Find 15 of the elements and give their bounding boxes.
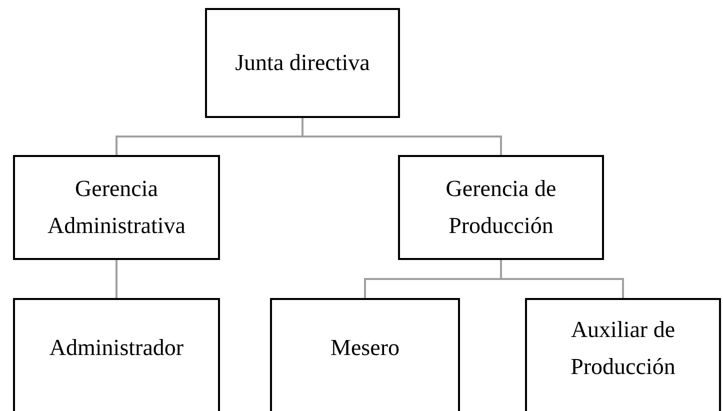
org-box bbox=[13, 298, 220, 411]
connector-line bbox=[116, 260, 118, 298]
box-label: Gerencia de Producción bbox=[444, 174, 558, 240]
box-label: Auxiliar de Producción bbox=[570, 316, 676, 380]
box-label: Administrador bbox=[49, 334, 184, 362]
org-box bbox=[525, 298, 721, 411]
org-box bbox=[398, 155, 604, 260]
box-label: Mesero bbox=[330, 334, 400, 362]
org-box bbox=[270, 298, 460, 411]
connector-line bbox=[302, 118, 502, 155]
box-label: Gerencia Administrativa bbox=[46, 174, 186, 240]
box-label: Junta directiva bbox=[235, 48, 370, 77]
connector-line bbox=[500, 260, 624, 298]
org-box bbox=[13, 155, 220, 260]
org-box bbox=[205, 8, 400, 118]
